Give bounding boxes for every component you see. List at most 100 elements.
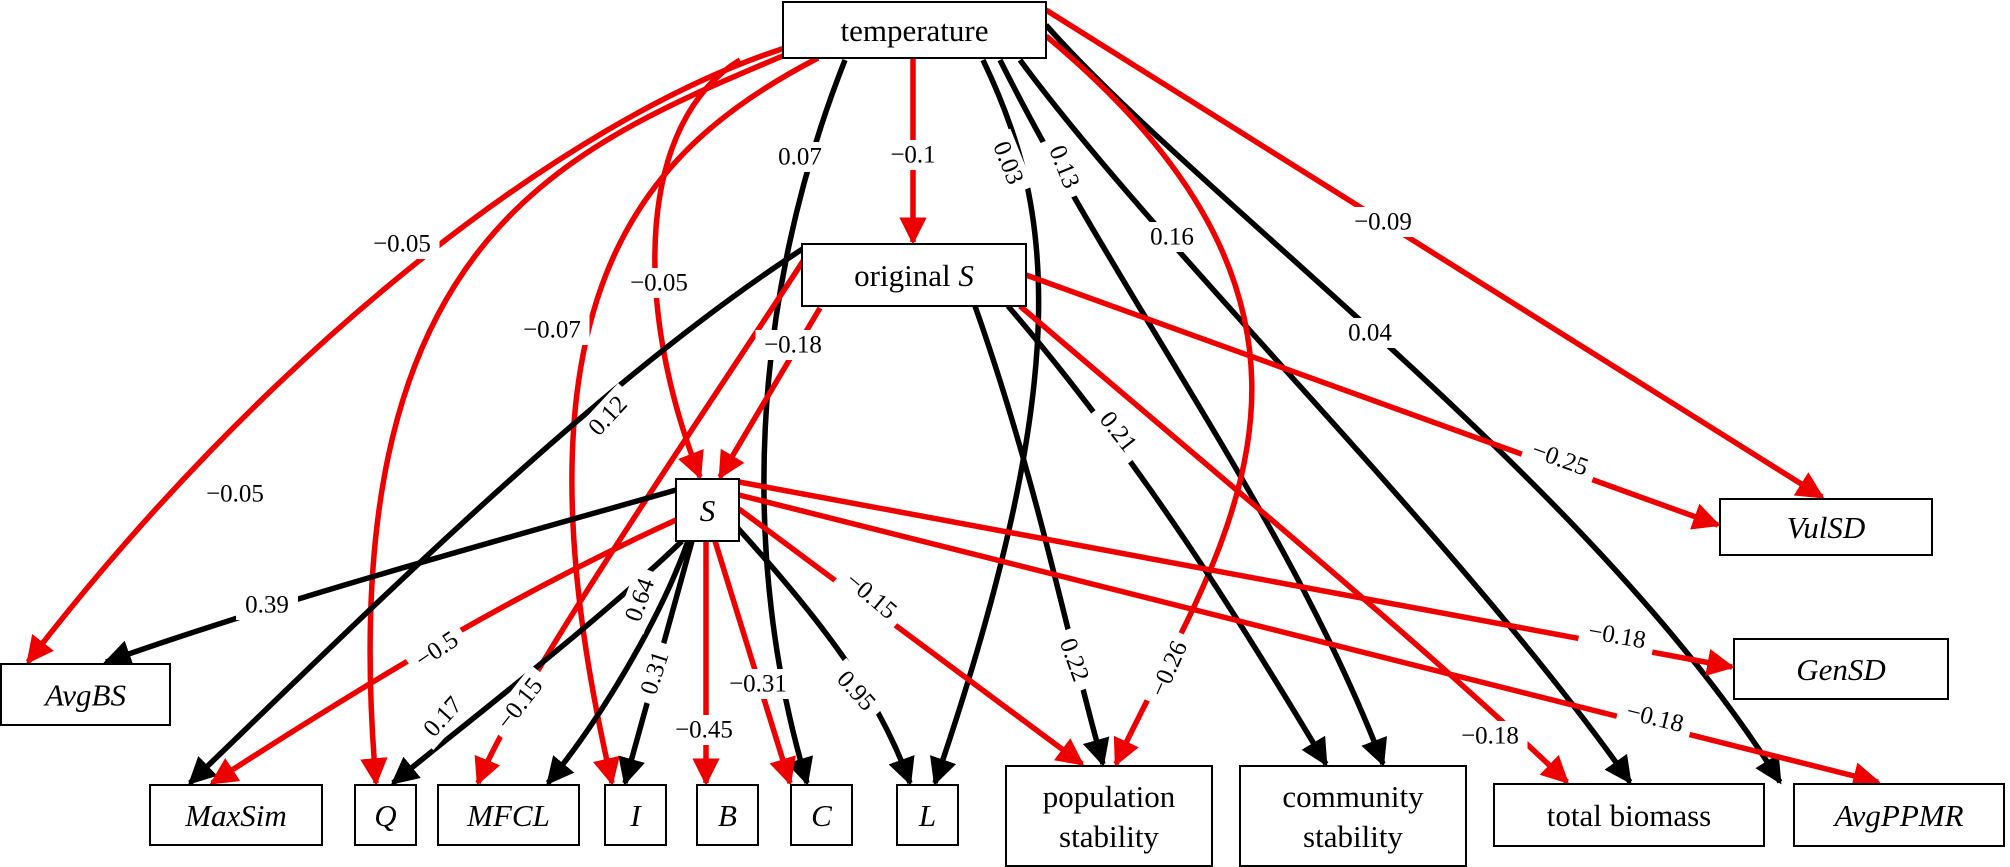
node-label-part: VulSD (1787, 510, 1866, 545)
edge-temperature-to-vulsd (1044, 7, 1825, 500)
coefficient-label-bg (755, 330, 831, 360)
coefficient-label-bg (824, 657, 888, 725)
coefficient-label-bg (1140, 628, 1198, 710)
coefficient-label-bg (615, 565, 665, 635)
node-original-s: original S (801, 243, 1027, 307)
coefficient-label-bg (882, 140, 944, 170)
node-gensd: GenSD (1733, 638, 1949, 700)
coefficient-label-temperature-to-s: −0.05 (621, 268, 697, 298)
coefficient-label-s-to-population-stability: −0.15 (832, 560, 910, 632)
node-box (1793, 783, 2005, 847)
node-label: temperature (840, 13, 988, 48)
node-label: GenSD (1796, 652, 1886, 687)
node-box (1239, 765, 1467, 867)
node-label-part: MaxSim (184, 798, 287, 833)
coefficient-label-bg (575, 383, 641, 449)
node-label-part: GenSD (1796, 652, 1886, 687)
coefficient-label-bg (1614, 694, 1696, 742)
coefficient-label-s-to-avgbs: 0.39 (236, 590, 298, 620)
coefficient-value: −0.05 (206, 481, 264, 508)
node-population-stability: population stability (1005, 765, 1213, 867)
node-label: C (811, 798, 832, 833)
node-label: AvgBS (43, 677, 126, 712)
node-maxsim: MaxSim (149, 784, 323, 846)
node-label: MFCL (466, 798, 550, 833)
coefficient-value: −0.45 (675, 717, 733, 744)
node-box (0, 663, 171, 726)
coefficient-value: −0.07 (523, 317, 581, 344)
coefficient-label-s-to-avgppmr: −0.18 (1614, 694, 1696, 742)
node-label-part: L (918, 798, 936, 833)
node-s: S (675, 478, 740, 542)
coefficient-label-temperature-to-i: −0.07 (514, 315, 590, 345)
node-box (696, 784, 759, 846)
coefficient-value: −0.09 (1354, 209, 1412, 236)
node-avgppmr: AvgPPMR (1793, 783, 2005, 847)
coefficient-value: 0.07 (778, 144, 822, 171)
coefficient-label-bg (514, 315, 590, 345)
node-label-part: temperature (840, 13, 988, 48)
coefficient-value: 0.39 (245, 592, 289, 619)
coefficient-label-bg (621, 268, 697, 298)
node-i: I (604, 784, 667, 846)
coefficient-label-bg (1519, 432, 1601, 486)
coefficient-label-temperature-to-original-s: −0.1 (882, 140, 944, 170)
coefficient-label-temperature-to-q: −0.05 (364, 229, 440, 259)
node-box (896, 784, 959, 846)
coefficient-label-bg (411, 683, 475, 751)
edge-original-s-to-vulsd (1025, 272, 1721, 530)
node-box (437, 784, 580, 846)
coefficient-label-temperature-to-avgbs: −0.05 (197, 479, 273, 509)
node-label-part: original (854, 258, 958, 293)
node-label-part: S (700, 493, 716, 528)
edge-original-s-to-community-stability (1005, 304, 1329, 767)
coefficient-value: 0.16 (1150, 224, 1194, 251)
coefficient-label-bg (631, 638, 679, 708)
coefficient-label-bg (666, 715, 742, 745)
coefficient-label-temperature-to-community-stability: 0.13 (1038, 132, 1090, 202)
coefficient-value: −0.05 (373, 231, 431, 258)
coefficient-label-bg (1452, 721, 1528, 751)
coefficient-label-bg (485, 665, 555, 743)
edge-temperature-to-l (930, 58, 1042, 786)
node-box (782, 1, 1047, 59)
node-label: VulSD (1787, 510, 1866, 545)
edge-s-to-gensd (738, 479, 1735, 676)
edge-original-s-to-population-stability (972, 305, 1110, 767)
coefficient-label-bg (236, 590, 298, 620)
coefficient-value: −0.18 (1586, 618, 1648, 655)
coefficient-label-temperature-to-vulsd: −0.09 (1345, 207, 1421, 237)
node-box (1005, 765, 1213, 867)
coefficient-label-bg (364, 229, 440, 259)
node-label-part: B (718, 798, 737, 833)
node-label-part: stability (1059, 819, 1159, 854)
coefficient-label-temperature-to-l: 0.03 (982, 128, 1034, 198)
coefficient-label-temperature-to-population-stability: −0.26 (1140, 628, 1198, 710)
node-label-part: community (1282, 779, 1424, 814)
coefficient-label-bg (1038, 132, 1090, 202)
coefficient-label-original-s-to-total-biomass: −0.18 (1452, 721, 1528, 751)
node-label-part: population (1043, 779, 1176, 814)
edge-temperature-to-avgppmr (1043, 23, 1783, 785)
coefficient-label-temperature-to-c: 0.07 (769, 142, 831, 172)
coefficient-label-temperature-to-total-biomass: 0.16 (1141, 222, 1203, 252)
coefficient-label-bg (1087, 398, 1149, 466)
node-box (675, 478, 740, 542)
node-box (801, 243, 1027, 307)
coefficient-label-original-s-to-vulsd: −0.25 (1519, 432, 1601, 486)
coefficient-label-bg (1141, 222, 1203, 252)
edge-temperature-to-avgbs (25, 45, 786, 665)
coefficient-label-bg (1049, 625, 1099, 695)
node-vulsd: VulSD (1719, 498, 1933, 556)
node-label: S (700, 493, 716, 528)
coefficient-value: 0.04 (1348, 320, 1392, 347)
coefficient-value: −0.31 (729, 671, 787, 698)
node-box (604, 784, 667, 846)
node-box (1733, 638, 1949, 700)
node-label: I (629, 798, 642, 833)
edge-temperature-to-q (360, 52, 787, 786)
